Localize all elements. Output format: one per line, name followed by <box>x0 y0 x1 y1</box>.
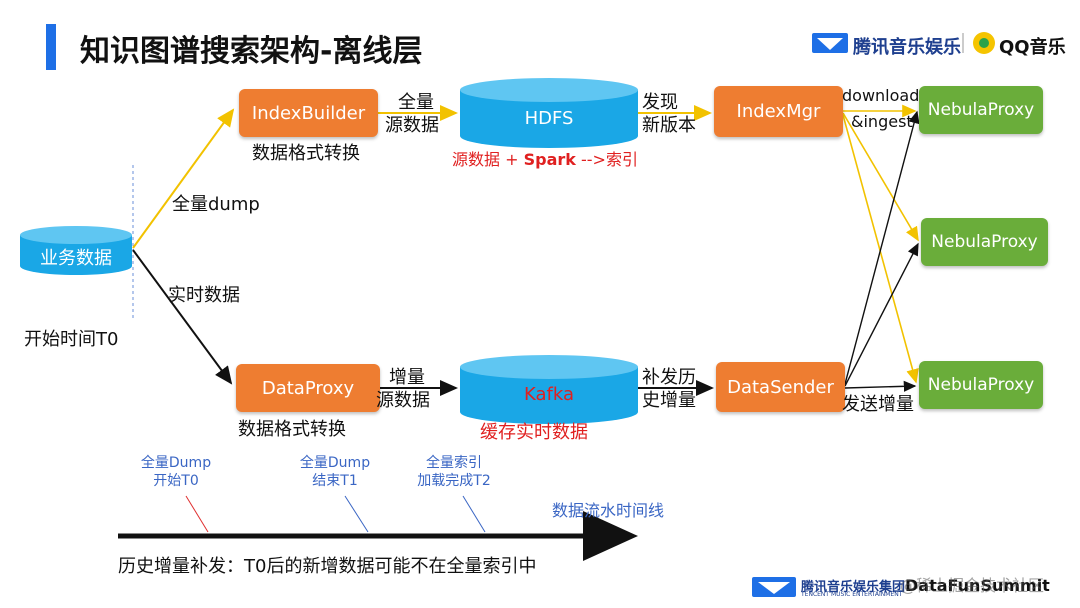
title-accent-bar <box>46 24 56 70</box>
footer-event: DataFunSummit <box>905 576 1050 595</box>
label-discover-line2: 新版本 <box>642 115 696 136</box>
label-cache-realtime: 缓存实时数据 <box>480 422 588 443</box>
timeline-marker-t1: 全量Dump 结束T1 <box>295 454 375 490</box>
edge-indexmgr-to-nebula3 <box>842 114 919 384</box>
footer-tme-logo-icon <box>752 577 796 597</box>
timeline-marker-t1-line1: 全量Dump <box>299 455 371 471</box>
tick-t1-connector <box>344 495 369 533</box>
edge-indexmgr-to-nebula2 <box>842 112 919 242</box>
page-title: 知识图谱搜索架构-离线层 <box>80 34 423 69</box>
node-nebula-proxy-3: NebulaProxy <box>919 361 1043 409</box>
node-index-builder: IndexBuilder <box>239 89 378 137</box>
timeline-axis-label: 数据流水时间线 <box>552 501 665 520</box>
kafka-cylinder <box>460 355 638 424</box>
label-send-incr: 发送增量 <box>842 394 914 415</box>
node-data-sender: DataSender <box>716 362 845 412</box>
brand-tme: 腾讯音乐娱乐 <box>853 37 961 58</box>
edge-business-to-dataproxy <box>132 249 233 385</box>
business-data-cylinder <box>20 226 132 275</box>
footer-brand: 腾讯音乐娱乐集团 <box>801 580 906 595</box>
node-hdfs: HDFS <box>524 107 574 129</box>
timeline-marker-t1-line2: 结束T1 <box>312 473 358 489</box>
label-format-convert-top: 数据格式转换 <box>252 143 360 164</box>
timeline-marker-t0-line1: 全量Dump <box>140 455 212 471</box>
label-discover-line1: 发现 <box>642 92 678 113</box>
node-business-data: 业务数据 <box>40 248 112 269</box>
label-realtime-data: 实时数据 <box>168 285 240 306</box>
label-resend-line2: 史增量 <box>642 390 696 411</box>
node-nebula-proxy-1: NebulaProxy <box>919 86 1043 134</box>
timeline-footnote: 历史增量补发：T0后的新增数据可能不在全量索引中 <box>118 556 537 577</box>
label-incr-source-line1: 增量 <box>389 367 425 388</box>
timeline-marker-t0: 全量Dump 开始T0 <box>136 454 216 490</box>
timeline-marker-t0-line2: 开始T0 <box>153 473 199 489</box>
qq-music-logo-icon <box>973 32 995 54</box>
label-start-time: 开始时间T0 <box>24 329 119 350</box>
label-download-line1: download <box>842 86 920 105</box>
node-data-proxy: DataProxy <box>236 364 380 412</box>
node-index-mgr: IndexMgr <box>714 86 843 137</box>
footer-brand-en: TENCENT MUSIC ENTERTAINMENT <box>801 591 903 598</box>
node-kafka: Kafka <box>524 383 574 405</box>
brand-qq-music: QQ音乐 <box>999 37 1066 58</box>
label-spark-note: 源数据 + Spark -->索引 <box>452 150 638 169</box>
footer-watermark: @稀土掘金技术社区 <box>900 576 1045 595</box>
label-incr-source-line2: 源数据 <box>376 390 430 411</box>
label-full-source-line2: 源数据 <box>385 115 439 136</box>
tme-logo-icon <box>812 33 848 53</box>
edge-datasender-to-nebula2 <box>844 242 919 387</box>
label-full-source-line1: 全量 <box>398 92 434 113</box>
hdfs-cylinder <box>460 78 638 148</box>
timeline-marker-t2: 全量索引 加载完成T2 <box>408 454 500 490</box>
tick-t2-connector <box>462 495 486 533</box>
edge-datasender-to-nebula3 <box>844 380 917 392</box>
tick-t0-connector <box>185 495 209 533</box>
edge-datasender-to-nebula1 <box>844 110 920 385</box>
timeline-marker-t2-line1: 全量索引 <box>426 455 482 471</box>
timeline-marker-t2-line2: 加载完成T2 <box>417 473 491 489</box>
label-download-line2: &ingest <box>851 112 913 131</box>
edge-business-to-indexbuilder <box>132 108 235 249</box>
label-format-convert-bottom: 数据格式转换 <box>238 419 346 440</box>
label-resend-line1: 补发历 <box>642 367 696 388</box>
node-nebula-proxy-2: NebulaProxy <box>921 218 1048 266</box>
label-full-dump: 全量dump <box>172 194 260 215</box>
